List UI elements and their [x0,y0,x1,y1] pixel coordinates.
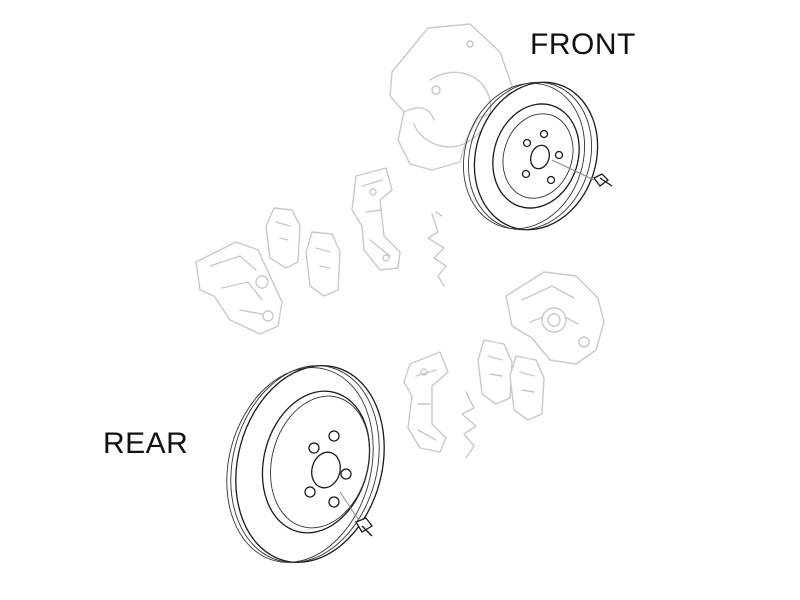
rear-caliper-carrier [403,351,449,453]
front-caliper [195,241,283,335]
rear-brake-pads [477,339,545,421]
front-spring-clip [427,211,447,287]
front-brake-pads [265,207,341,297]
front-dust-shield [389,23,513,171]
front-brake-disc [462,81,599,231]
front-caliper-carrier [351,167,401,271]
rear-caliper [505,271,605,365]
rear-brake-disc [226,364,385,564]
rear-label: REAR [103,427,189,460]
rear-disc-screw [355,517,373,537]
front-disc-screw [593,173,613,187]
rear-spring-clip [461,391,477,459]
front-label: FRONT [530,28,636,61]
